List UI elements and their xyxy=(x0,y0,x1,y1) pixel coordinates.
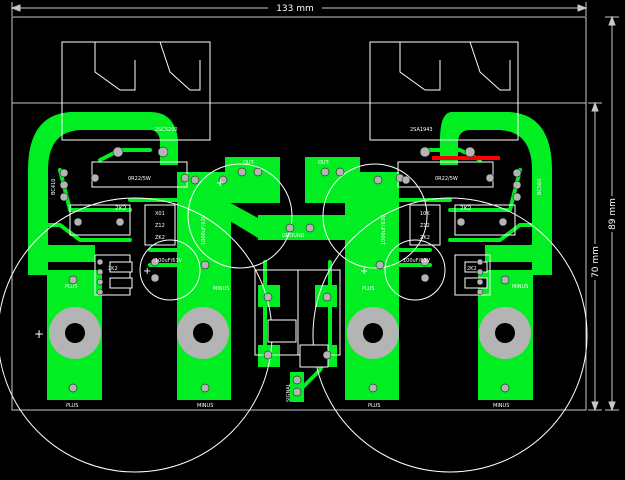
cap-small-right-label: 100uF/63V xyxy=(403,258,431,264)
minus-left-small-label: MINUS xyxy=(213,286,229,292)
cap-small-left-label: 100uF/63V xyxy=(155,258,183,264)
outer-height-dimension: 89 mm xyxy=(608,198,618,230)
drill-pads xyxy=(59,146,522,397)
ground-label: GROUND xyxy=(282,233,305,239)
plus-left-small-label: PLUS xyxy=(65,284,77,290)
pot-right-label: 2K2 xyxy=(460,205,472,212)
plus-right-small-label: PLUS xyxy=(362,286,374,292)
q-left-small-label: BC410 xyxy=(51,179,57,195)
board-outline xyxy=(11,16,587,411)
plus-sign-cap-right: + xyxy=(360,266,368,277)
copper-layer xyxy=(28,112,552,402)
minus-right-small-label: MINUS xyxy=(512,284,528,290)
cap-right-label: 1000uF/63V xyxy=(381,214,387,245)
plus-left-label: PLUS xyxy=(66,403,78,409)
inner-height-dimension: 70 mm xyxy=(591,246,601,278)
tenk-label: 10K xyxy=(420,211,430,217)
out-right-label: OUT- xyxy=(318,160,330,166)
q-right-label: 2SA1943 xyxy=(410,127,433,133)
minus-left-label: MINUS xyxy=(197,403,213,409)
pot-left-label: 2K2 xyxy=(115,205,127,212)
plus-sign-small-left: + xyxy=(143,266,151,277)
q-right-small-label: BC560 xyxy=(537,179,543,195)
z12-right-label: Z12 xyxy=(420,223,430,229)
q-left-label: 2SC5200 xyxy=(155,127,178,133)
zk2-right-label: ZK2 xyxy=(420,235,430,241)
minus-right-label: MINUS xyxy=(493,403,509,409)
x01-label: X01 xyxy=(155,211,165,217)
plus-sign-left: + xyxy=(34,327,44,341)
signal-label: SIGNAL xyxy=(286,383,292,402)
plus-right-label: PLUS xyxy=(368,403,380,409)
cap-left-label: 1000uF/63V xyxy=(201,214,207,245)
out-left-label: OUT- xyxy=(243,160,255,166)
r-right-label: 0R22/5W xyxy=(435,176,458,182)
silkscreen-outlines xyxy=(61,41,519,356)
res-left-label: 2K2 xyxy=(108,266,118,272)
silkscreen-labels: 2SC5200 2SA1943 BC410 BC560 0R22/5W 0R22… xyxy=(34,127,543,409)
z12-left-label: Z12 xyxy=(155,223,165,229)
zk2-left-label: ZK2 xyxy=(155,235,165,241)
r-left-label: 0R22/5W xyxy=(128,176,151,182)
width-dimension: 133 mm xyxy=(276,4,314,14)
plus-sign-cap-left: + xyxy=(216,178,224,189)
res-right-label: 2K2 xyxy=(467,266,477,272)
components xyxy=(109,261,488,368)
